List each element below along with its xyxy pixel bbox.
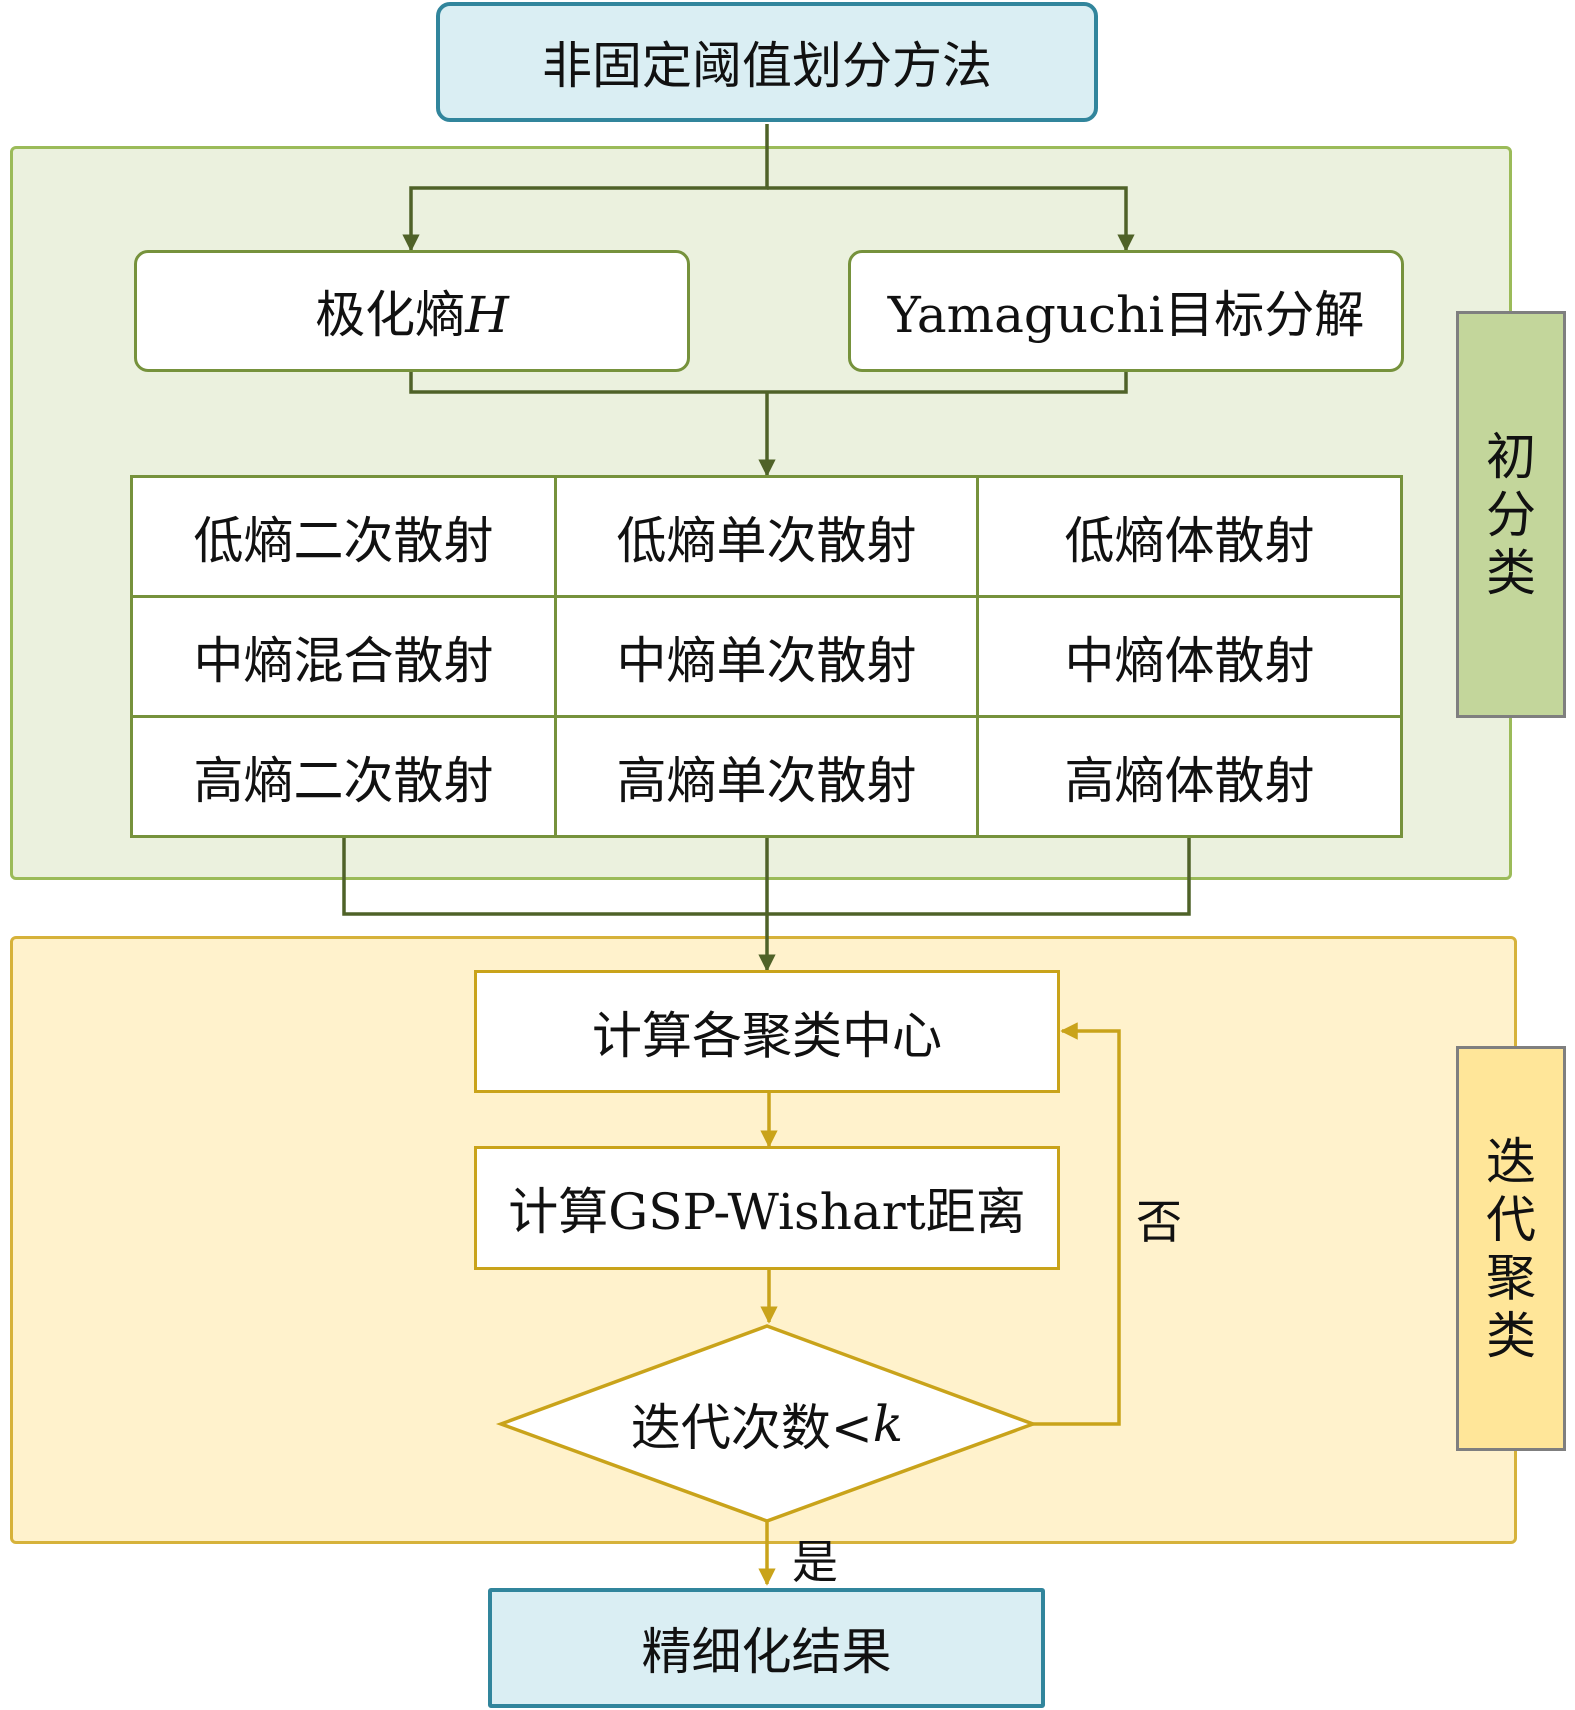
grid-cell: 高熵二次散射	[130, 715, 557, 838]
grid-cell-label: 低熵单次散射	[616, 511, 917, 570]
refined-result-box: 精细化结果	[488, 1588, 1045, 1708]
compute-distance-box: 计算GSP-Wishart距离	[474, 1146, 1060, 1270]
compute-distance-label: 计算GSP-Wishart距离	[508, 1183, 1026, 1241]
condition-label: 迭代次数<k	[560, 1384, 974, 1464]
loop-back-arrow	[1033, 1022, 1121, 1426]
split-connector	[402, 124, 769, 252]
condition-text: 迭代次数<	[630, 1399, 873, 1457]
polar-entropy-symbol: H	[465, 286, 509, 344]
grid-cell: 低熵二次散射	[130, 475, 557, 598]
grid-cell-label: 中熵混合散射	[193, 631, 494, 690]
grid-cell: 高熵体散射	[976, 715, 1403, 838]
compute-centers-label: 计算各聚类中心	[592, 1006, 942, 1065]
grid-cell-label: 高熵二次散射	[193, 751, 494, 810]
grid-cell: 中熵体散射	[976, 595, 1403, 718]
yamaguchi-label: Yamaguchi目标分解	[887, 286, 1365, 344]
grid-cell-label: 中熵单次散射	[616, 631, 917, 690]
iterative-clustering-side-label: 迭代聚类	[1456, 1046, 1566, 1451]
grid-cell-label: 低熵体散射	[1064, 511, 1315, 570]
yamaguchi-box: Yamaguchi目标分解	[848, 250, 1404, 372]
split-connector-right	[767, 186, 1135, 252]
initial-classification-side-text: 初分类	[1486, 427, 1536, 602]
polar-entropy-label: 极化熵H	[315, 275, 509, 347]
iterative-clustering-side-text: 迭代聚类	[1486, 1132, 1536, 1365]
refined-result-label: 精细化结果	[641, 1623, 892, 1681]
initial-classification-side-label: 初分类	[1456, 311, 1566, 718]
loop-no-label: 否	[1136, 1195, 1182, 1249]
merge-connector	[409, 372, 1128, 394]
grid-cell-label: 低熵二次散射	[193, 511, 494, 570]
grid-cell-label: 高熵单次散射	[616, 751, 917, 810]
grid-cell: 高熵单次散射	[554, 715, 979, 838]
grid-cell: 低熵单次散射	[554, 475, 979, 598]
polar-entropy-box: 极化熵H	[134, 250, 690, 372]
threshold-method-box: 非固定阈值划分方法	[436, 2, 1098, 122]
exit-yes-label: 是	[792, 1535, 838, 1589]
compute-centers-box: 计算各聚类中心	[474, 970, 1060, 1093]
condition-diamond	[495, 1324, 1039, 1523]
polar-entropy-text: 极化熵	[315, 286, 466, 344]
threshold-method-label: 非固定阈值划分方法	[542, 37, 992, 95]
grid-cell-label: 中熵体散射	[1064, 631, 1315, 690]
grid-cell: 低熵体散射	[976, 475, 1403, 598]
grid-cell: 中熵混合散射	[130, 595, 557, 718]
condition-symbol: k	[872, 1395, 904, 1453]
grid-cell: 中熵单次散射	[554, 595, 979, 718]
grid-cell-label: 高熵体散射	[1064, 751, 1315, 810]
